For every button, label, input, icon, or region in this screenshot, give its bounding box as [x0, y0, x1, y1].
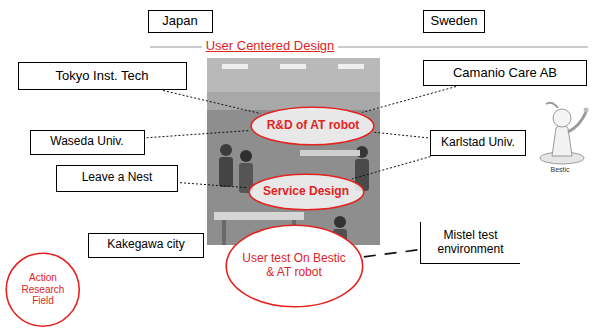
node-text: Karlstad Univ. [441, 136, 515, 150]
photo-table [300, 150, 360, 156]
org-box: Waseda Univ. [30, 130, 145, 155]
activity-ellipse: R&D of AT robot [250, 106, 375, 146]
photo-ceiling [207, 58, 380, 92]
org-box: Camanio Care AB [423, 60, 587, 86]
robot-spoon [584, 108, 589, 113]
robot-arm [546, 103, 558, 108]
org-box: Karlstad Univ. [430, 130, 526, 156]
ellipse-line [6, 253, 79, 326]
node-text: Waseda Univ. [50, 135, 123, 149]
photo-wall [207, 92, 380, 110]
robot-body [552, 125, 572, 156]
node-text: Kakegawa city [107, 238, 184, 252]
dotted-connector [180, 183, 247, 188]
section-heading: User Centered Design [202, 39, 339, 54]
ellipse-line [226, 225, 362, 307]
dotted-connector [352, 157, 431, 179]
dotted-connector [364, 250, 418, 257]
photo-person [220, 144, 232, 156]
dotted-connector [374, 132, 428, 138]
org-box: Mistel test environment [420, 222, 520, 264]
node-text: R&D of AT robot [267, 119, 360, 133]
robot-caption: Bestic [550, 166, 569, 174]
node-text: Japan [162, 14, 197, 29]
org-box: Leave a Nest [56, 165, 178, 192]
workshop-photo [207, 58, 380, 245]
node-text: Action Research Field [17, 272, 69, 307]
photo-person [334, 216, 346, 228]
org-box: Tokyo Inst. Tech [18, 62, 187, 90]
robot-arm [568, 112, 586, 132]
photo-light [222, 64, 248, 69]
photo-person [240, 150, 252, 162]
photo-table-leg [222, 220, 226, 245]
photo-ground [207, 58, 380, 245]
ellipse-line [249, 174, 364, 210]
node-text: Tokyo Inst. Tech [56, 69, 149, 84]
bestic-robot [540, 103, 589, 164]
robot-head [553, 109, 571, 127]
photo-person [219, 157, 233, 187]
org-box: Kakegawa city [88, 233, 204, 258]
dotted-connector [146, 130, 249, 137]
activity-ellipse: Action Research Field [5, 252, 80, 327]
activity-ellipse: Service Design [248, 173, 365, 211]
dotted-connector [163, 90, 261, 113]
node-text: Leave a Nest [82, 171, 153, 185]
node-text: Service Design [263, 185, 349, 199]
node-text: Mistel test environment [429, 229, 513, 257]
node-text: Camanio Care AB [453, 66, 557, 81]
photo-light [338, 64, 364, 69]
node-text: Sweden [431, 14, 478, 29]
dotted-connector [362, 87, 456, 113]
activity-ellipse: User test On Bestic & AT robot [225, 224, 364, 308]
node-text: User test On Bestic & AT robot [242, 252, 346, 280]
photo-table [214, 212, 304, 220]
ellipse-line [252, 107, 375, 145]
org-box: Sweden [423, 10, 486, 33]
org-box: Japan [148, 10, 213, 33]
photo-light [280, 64, 306, 69]
